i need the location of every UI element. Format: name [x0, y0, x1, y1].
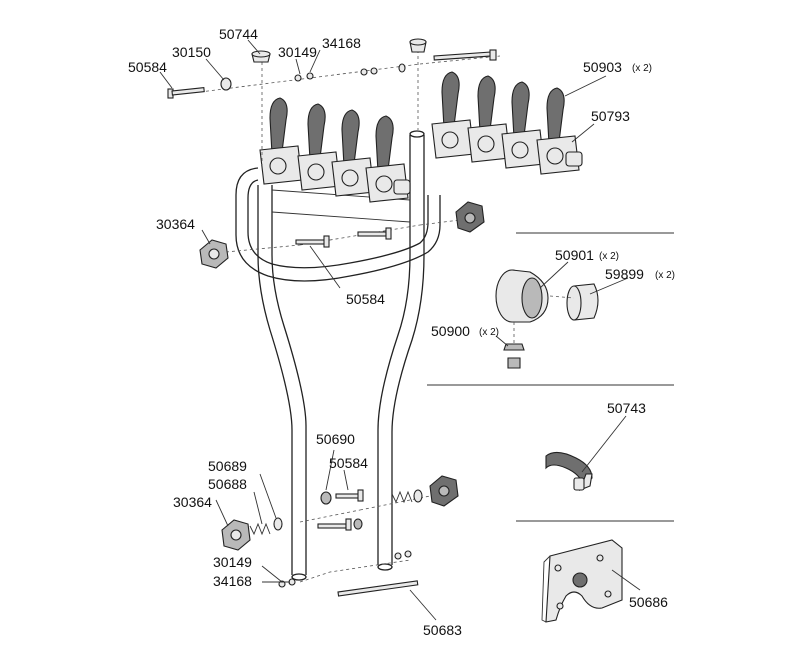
part-labels: 50744 30150 30149 34168 50584 50903 (x 2… — [128, 26, 675, 638]
part-number: 50903 — [583, 59, 622, 75]
top-hardware — [167, 38, 501, 165]
strap-detail — [545, 451, 593, 491]
part-number: 50743 — [607, 400, 646, 416]
part-number: 50686 — [629, 594, 668, 610]
part-number: 34168 — [322, 35, 361, 51]
lower-hardware — [221, 475, 459, 597]
mount-plate-detail — [541, 539, 623, 623]
part-number: 50683 — [423, 622, 462, 638]
leader-lines — [159, 39, 641, 621]
part-number: 50584 — [346, 291, 385, 307]
part-number: 50689 — [208, 458, 247, 474]
part-number: 34168 — [213, 573, 252, 589]
part-number: 30150 — [172, 44, 211, 60]
right-clamp-group — [431, 71, 583, 175]
part-number: 30364 — [156, 216, 195, 232]
part-quantity: (x 2) — [599, 251, 619, 262]
part-number: 50584 — [329, 455, 368, 471]
mid-hardware — [199, 201, 485, 269]
part-number: 30364 — [173, 494, 212, 510]
part-number: 50900 — [431, 323, 470, 339]
part-number: 50690 — [316, 431, 355, 447]
part-number: 50793 — [591, 108, 630, 124]
left-clamp-group — [259, 97, 411, 203]
part-number: 30149 — [213, 554, 252, 570]
rack-frame — [235, 130, 441, 581]
part-number: 50744 — [219, 26, 258, 42]
clamp-cover-detail — [495, 269, 599, 369]
part-quantity: (x 2) — [655, 270, 675, 281]
part-number: 59899 — [605, 266, 644, 282]
part-quantity: (x 2) — [479, 327, 499, 338]
part-number: 50584 — [128, 59, 167, 75]
part-number: 50901 — [555, 247, 594, 263]
part-number: 50688 — [208, 476, 247, 492]
part-quantity: (x 2) — [632, 63, 652, 74]
part-number: 30149 — [278, 44, 317, 60]
